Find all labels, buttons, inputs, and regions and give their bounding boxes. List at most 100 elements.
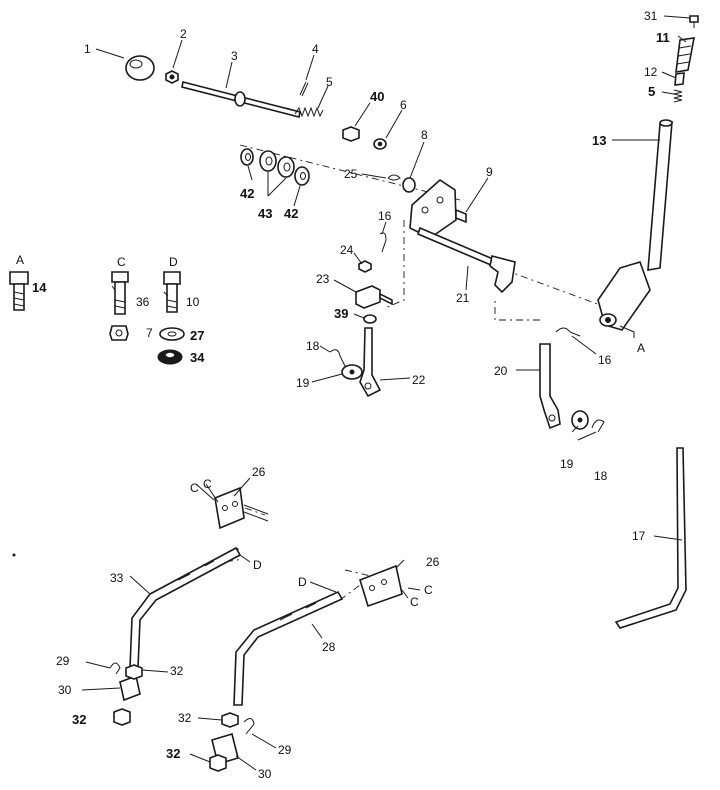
bolt-part-10 bbox=[163, 271, 181, 313]
speck bbox=[12, 553, 16, 557]
callout-C-right-a: C bbox=[410, 595, 419, 609]
washer-part-27 bbox=[159, 327, 185, 341]
callout-18-right: 18 bbox=[594, 469, 608, 483]
lift-arm-part-28 bbox=[233, 590, 344, 706]
link-part-20 bbox=[539, 343, 561, 430]
callout-34: 34 bbox=[190, 350, 205, 365]
callout-32-upper-mid: 32 bbox=[178, 711, 192, 725]
nut-part-32-lower-left bbox=[113, 708, 131, 726]
washer-part-6 bbox=[373, 138, 387, 150]
callout-31: 31 bbox=[644, 9, 658, 23]
callout-A-bolt: A bbox=[16, 253, 24, 267]
bracket-part-26-right bbox=[359, 564, 403, 608]
lock-nut-part-34 bbox=[157, 349, 183, 365]
nut-part-39 bbox=[363, 314, 377, 324]
callout-13: 13 bbox=[592, 133, 606, 148]
callout-11: 11 bbox=[656, 30, 670, 45]
callout-23: 23 bbox=[316, 272, 330, 286]
callout-24: 24 bbox=[340, 243, 354, 257]
cotter-pin-part-18-left bbox=[329, 349, 347, 369]
callout-D-right: D bbox=[298, 575, 307, 589]
washer-part-43-a bbox=[259, 150, 277, 172]
callout-28: 28 bbox=[322, 640, 336, 654]
lever-part-22 bbox=[359, 327, 382, 398]
bushing-part-40 bbox=[342, 126, 360, 142]
cotter-pin-part-16-b bbox=[555, 327, 581, 337]
callout-C-bolt: C bbox=[117, 255, 126, 269]
callout-36: 36 bbox=[136, 295, 150, 309]
callout-29-left: 29 bbox=[56, 654, 70, 668]
callout-27: 27 bbox=[190, 328, 204, 343]
knob-part-1 bbox=[125, 55, 155, 81]
cross-shaft-part-21 bbox=[417, 226, 516, 294]
spring-part-5-right bbox=[673, 89, 683, 103]
callout-17: 17 bbox=[632, 529, 646, 543]
grip-part-11 bbox=[675, 37, 695, 73]
callout-6: 6 bbox=[400, 98, 407, 112]
callout-40: 40 bbox=[370, 89, 384, 104]
callout-2: 2 bbox=[180, 27, 187, 41]
callout-D-bolt: D bbox=[169, 255, 178, 269]
pin-part-9 bbox=[455, 208, 467, 224]
callout-29-right: 29 bbox=[278, 743, 292, 757]
callout-33: 33 bbox=[110, 571, 124, 585]
washer-part-8 bbox=[402, 177, 416, 193]
callout-19-right: 19 bbox=[560, 457, 574, 471]
callout-C-right-b: C bbox=[424, 583, 433, 597]
callout-4: 4 bbox=[312, 42, 319, 56]
centerline-rear-right bbox=[339, 584, 361, 601]
washer-part-43-b bbox=[277, 156, 295, 178]
cotter-pin-part-29-right bbox=[243, 718, 255, 735]
callout-18-left: 18 bbox=[306, 339, 320, 353]
leader-lines bbox=[81, 15, 691, 771]
callout-25: 25 bbox=[344, 167, 358, 181]
clip-part-25 bbox=[387, 174, 401, 181]
bolt-part-36 bbox=[111, 271, 129, 315]
spring-part-5 bbox=[294, 106, 324, 118]
callout-26-left: 26 bbox=[252, 465, 266, 479]
washer-part-19-right bbox=[571, 410, 589, 430]
nut-part-32-upper-left bbox=[125, 664, 143, 680]
callout-32-lower-left: 32 bbox=[72, 712, 86, 727]
callout-32-upper-left: 32 bbox=[170, 664, 184, 678]
callout-8: 8 bbox=[421, 128, 428, 142]
callout-5: 5 bbox=[326, 75, 333, 89]
nut-part-7 bbox=[109, 325, 129, 341]
callout-26-right: 26 bbox=[426, 555, 440, 569]
bracket-plate bbox=[409, 178, 457, 239]
cotter-pin-part-29-left bbox=[109, 662, 121, 675]
washer-part-42-left bbox=[240, 148, 254, 166]
callout-5-right: 5 bbox=[648, 84, 655, 99]
callout-21: 21 bbox=[456, 291, 470, 305]
centerline-shaft bbox=[239, 144, 461, 201]
callout-42-right: 42 bbox=[284, 206, 298, 221]
callout-7: 7 bbox=[146, 326, 153, 340]
callout-20: 20 bbox=[494, 364, 508, 378]
bracket-part-26-left bbox=[214, 486, 269, 530]
callout-22: 22 bbox=[412, 373, 426, 387]
ferrule-part-12 bbox=[674, 72, 685, 86]
callout-C-left-b: C bbox=[203, 477, 212, 491]
callout-19-left: 19 bbox=[296, 376, 310, 390]
washer-part-42-right bbox=[294, 166, 310, 186]
callout-39: 39 bbox=[334, 306, 348, 321]
washer-part-19-left bbox=[341, 364, 363, 380]
callout-3: 3 bbox=[231, 49, 238, 63]
callout-32-lower-mid: 32 bbox=[166, 746, 180, 761]
callout-30-right: 30 bbox=[258, 767, 272, 781]
nut-part-32-upper-mid bbox=[221, 712, 239, 728]
callout-9: 9 bbox=[486, 165, 493, 179]
nut-part-32-lower-mid bbox=[209, 754, 227, 772]
callout-10: 10 bbox=[186, 295, 200, 309]
callout-43: 43 bbox=[258, 206, 272, 221]
bolt-part-14 bbox=[9, 271, 29, 311]
centerline-bracket bbox=[244, 507, 376, 578]
callout-labels: 1 2 3 4 5 40 6 8 9 25 42 43 42 16 24 23 … bbox=[16, 9, 670, 781]
lift-arm-part-33 bbox=[129, 546, 242, 669]
callout-14: 14 bbox=[32, 280, 47, 295]
nut-part-2 bbox=[165, 70, 179, 84]
cotter-pin-part-18-right bbox=[591, 419, 605, 433]
callout-A-lever: A bbox=[637, 341, 645, 355]
